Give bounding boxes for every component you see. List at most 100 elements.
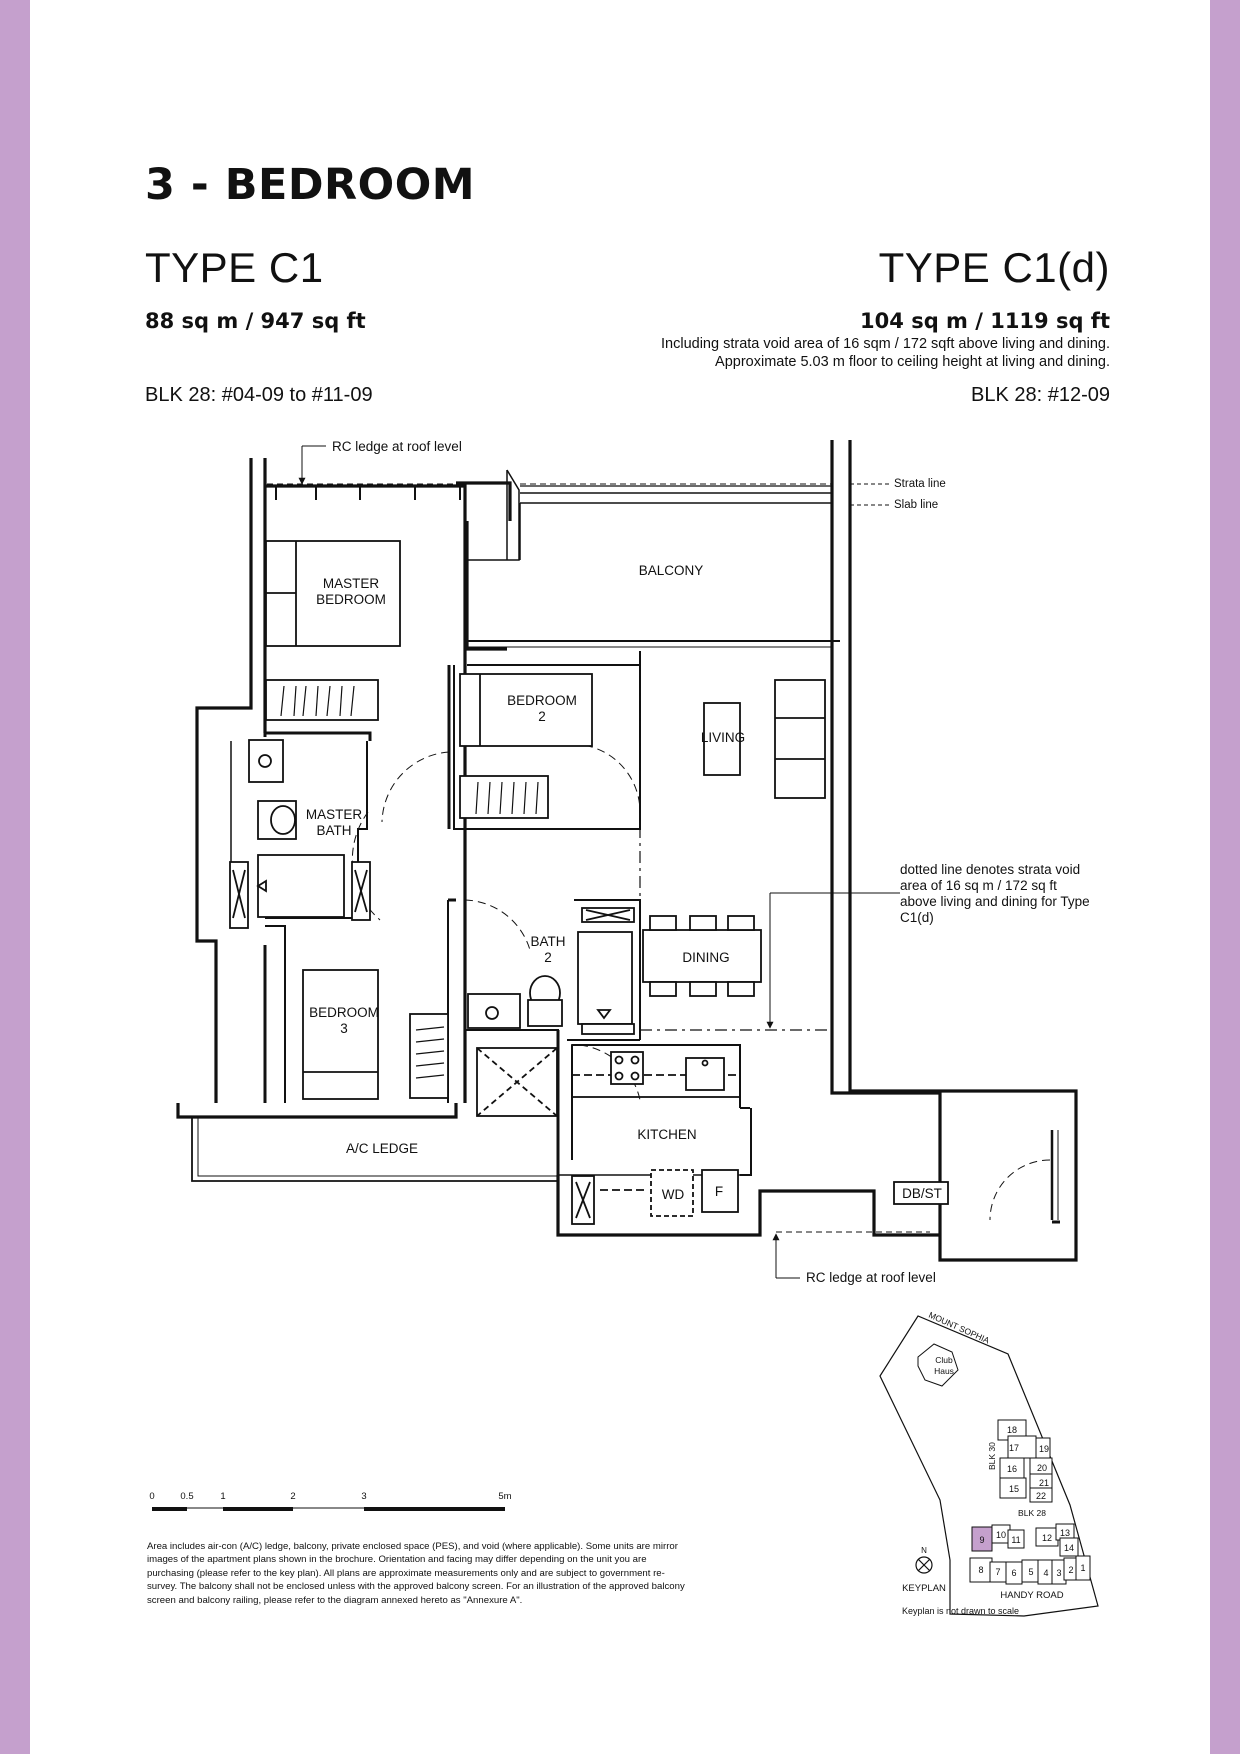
keyplan-block-10: 10 [996,1530,1006,1540]
room-labels: MASTER BEDROOM BALCONY BEDROOM 2 LIVING … [306,563,942,1202]
strata-void-outline [639,651,832,1031]
void-note-2: area of 16 sq m / 172 sq ft [900,878,1057,893]
north-arrow-icon [915,1556,933,1574]
keyplan-block-15: 15 [1009,1484,1019,1494]
scale-label-0: 0 [149,1491,154,1502]
label-kitchen: KITCHEN [637,1127,696,1142]
label-balcony: BALCONY [639,563,704,578]
keyplan: 18 17 19 16 20 21 15 22 9 10 11 12 13 14… [879,1310,1099,1617]
keyplan-road-bottom: HANDY ROAD [1000,1590,1063,1601]
bedroom-2-furniture [459,673,593,819]
scale-label-0-5: 0.5 [180,1491,193,1502]
void-note-4: C1(d) [900,910,934,925]
slab-line-label: Slab line [894,499,938,511]
master-bath-fixtures [229,739,371,929]
living-furniture [703,679,826,799]
annotation-leaders [298,445,900,1279]
keyplan-block-18: 18 [1007,1425,1017,1435]
label-bedroom-2-2: 2 [538,709,546,724]
type-c1-area: 88 sq m / 947 sq ft [145,309,366,333]
balcony-area [267,469,840,650]
label-db-st: DB/ST [902,1186,942,1201]
label-bedroom-3-1: BEDROOM [309,1005,379,1020]
page-heading: 3 - BEDROOM [145,160,476,210]
label-washer-dryer: WD [662,1187,685,1202]
keyplan-road-top: MOUNT SOPHIA [927,1310,991,1346]
rc-ledge-bottom-label: RC ledge at roof level [806,1270,936,1285]
label-bedroom-2-1: BEDROOM [507,693,577,708]
keyplan-block-16: 16 [1007,1464,1017,1474]
dining-furniture [642,915,762,997]
keyplan-block-12: 12 [1042,1533,1052,1543]
keyplan-block-20: 20 [1037,1463,1047,1473]
label-master-bath-1: MASTER [306,807,363,822]
exterior-walls [176,440,1078,1262]
label-living: LIVING [701,730,745,745]
keyplan-block-11: 11 [1011,1535,1020,1545]
left-accent-bar [0,0,30,1754]
scale-label-5m: 5m [498,1491,511,1502]
keyplan-block-7: 7 [995,1567,1000,1577]
keyplan-club-1: Club [935,1355,953,1365]
scale-label-1: 1 [220,1491,225,1502]
kitchen-fixtures [571,1044,741,1225]
service-shaft [476,1047,558,1117]
keyplan-block-21: 21 [1039,1478,1049,1488]
keyplan-label: KEYPLAN [902,1583,946,1594]
bath-2-fixtures [467,907,635,1035]
strata-line-label: Strata line [894,478,946,490]
scale-bar: 0 0.5 1 2 3 5m [149,1491,512,1511]
type-c1d-title: TYPE C1(d) [878,244,1110,291]
scale-label-2: 2 [290,1491,295,1502]
label-bedroom-3-2: 3 [340,1021,348,1036]
keyplan-block-14: 14 [1064,1543,1074,1553]
label-master-bedroom-2: BEDROOM [316,592,386,607]
keyplan-block-3: 3 [1056,1568,1061,1578]
keyplan-club-2: Haus [934,1366,954,1376]
label-master-bath-2: BATH [316,823,351,838]
keyplan-block-8: 8 [978,1565,983,1575]
keyplan-block-13: 13 [1060,1528,1070,1538]
master-bedroom-furniture [265,540,401,721]
keyplan-block-1: 1 [1080,1563,1085,1573]
rc-ledge-top-label: RC ledge at roof level [332,439,462,454]
right-accent-bar [1210,0,1240,1754]
disclaimer-text: Area includes air-con (A/C) ledge, balco… [147,1541,685,1606]
label-fridge: F [715,1184,723,1199]
void-note-1: dotted line denotes strata void [900,862,1080,877]
keyplan-block-6: 6 [1011,1568,1016,1578]
keyplan-block-19: 19 [1039,1444,1049,1454]
keyplan-block-9: 9 [979,1535,984,1545]
void-note-3: above living and dining for Type [900,894,1090,909]
type-c1-block-units: BLK 28: #04-09 to #11-09 [145,384,373,406]
type-c1d-note-1: Including strata void area of 16 sqm / 1… [661,336,1110,352]
keyplan-block-4: 4 [1043,1568,1048,1578]
keyplan-blk28: BLK 28 [1018,1508,1046,1518]
ac-ledge-outline [191,1117,558,1182]
keyplan-block-22: 22 [1036,1491,1046,1501]
label-master-bedroom-1: MASTER [323,576,380,591]
north-label: N [921,1546,927,1555]
master-wardrobe-hangers [280,685,355,717]
scale-label-3: 3 [361,1491,366,1502]
entrance-area [893,1130,1060,1224]
keyplan-block-17: 17 [1009,1443,1019,1453]
bedroom-3-furniture [302,969,449,1100]
type-c1d-area: 104 sq m / 1119 sq ft [860,309,1110,333]
bedroom-3-wardrobe-hangers [415,1026,445,1079]
keyplan-note: Keyplan is not drawn to scale [902,1606,1019,1616]
keyplan-blk30: BLK 30 [987,1442,997,1470]
bedroom-2-wardrobe-hangers [475,781,539,815]
keyplan-block-2: 2 [1068,1565,1073,1575]
keyplan-block-5: 5 [1028,1567,1033,1577]
annotation-labels: RC ledge at roof level Strata line Slab … [332,439,1090,1285]
type-c1-title: TYPE C1 [145,244,324,291]
label-dining: DINING [682,950,729,965]
type-c1d-block-units: BLK 28: #12-09 [971,384,1110,406]
rc-ledge-posts [275,486,461,500]
label-bath-2-2: 2 [544,950,552,965]
type-c1d-note-2: Approximate 5.03 m floor to ceiling heig… [715,354,1110,370]
label-bath-2-1: BATH [530,934,565,949]
label-ac-ledge: A/C LEDGE [346,1141,418,1156]
